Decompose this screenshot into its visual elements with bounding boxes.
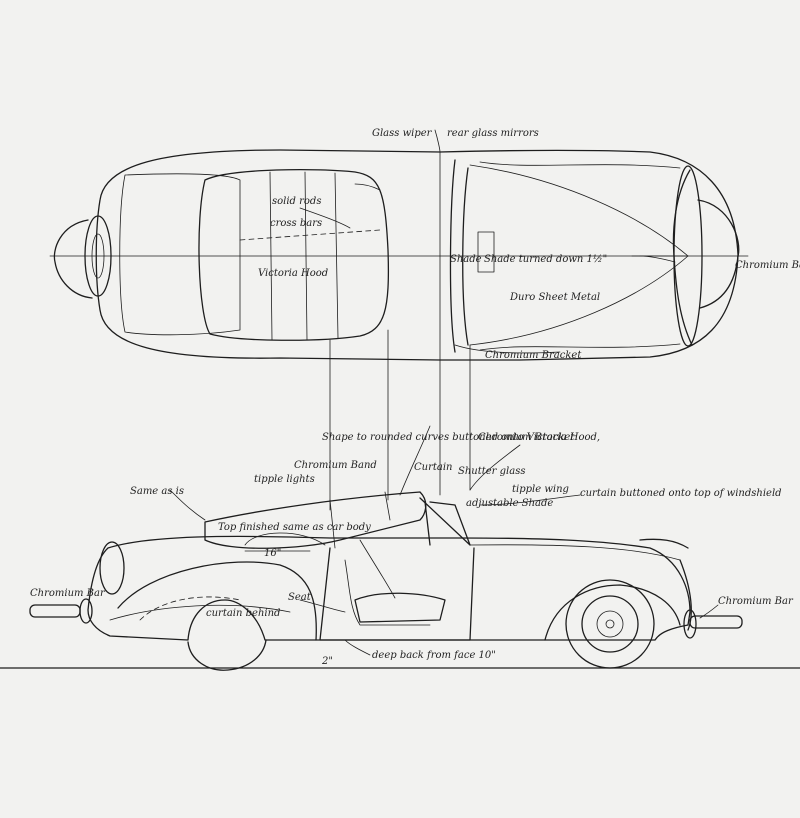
- note-chromium-bar-left: Chromium Bar: [30, 588, 106, 599]
- note-chromium-ball-top: Chromium Ball: [735, 260, 800, 271]
- projection-lines: [329, 329, 471, 511]
- note-duro-sheet-metal: Duro Sheet Metal: [509, 292, 600, 303]
- note-tipple-lights: tipple lights: [254, 474, 315, 485]
- note-chromium-bar-right: Chromium Bar: [718, 596, 794, 607]
- note-solid-rods: solid rods: [272, 196, 321, 207]
- front-grille-side: [679, 559, 692, 631]
- note-shade: Shade: [450, 254, 482, 265]
- victoria-hood-side: [204, 491, 427, 549]
- rear-spare-wheel-top: [53, 219, 93, 299]
- side-view: [0, 491, 800, 671]
- note-seat: Seat: [288, 592, 312, 603]
- note-chromium-band: Chromium Band: [294, 460, 377, 471]
- note-curtain: Curtain: [414, 462, 453, 473]
- note-curtain-buttoned: curtain buttoned onto top of windshield: [580, 488, 782, 499]
- note-tipple-wing: tipple wing: [512, 484, 569, 495]
- note-adjustable-shade: adjustable Shade: [466, 498, 553, 509]
- victoria-hood-top: [198, 168, 390, 341]
- note-same-as-is: Same as is: [130, 486, 184, 497]
- note-top-finished: Top finished same as car body: [218, 522, 371, 533]
- side-body-outline: [87, 535, 691, 641]
- leader-lines: [169, 129, 719, 656]
- annotations: Glass wiper rear glass mirrors solid rod…: [30, 128, 800, 667]
- windshield-top: [449, 159, 456, 353]
- note-cross-bars: cross bars: [270, 218, 322, 229]
- note-victoria-hood: Victoria Hood: [258, 268, 328, 279]
- note-deep-back: deep back from face 10": [372, 650, 496, 661]
- note-curtain-behind: curtain behind: [206, 608, 280, 619]
- door-opening: [319, 547, 475, 641]
- note-shutter-glass: Shutter glass: [458, 466, 525, 477]
- note-chromium-bracket-top: Chromium Bracket: [485, 350, 582, 361]
- note-rear-window-mirrors: rear glass mirrors: [447, 128, 539, 139]
- top-view: [49, 149, 749, 361]
- front-fender: [544, 584, 681, 641]
- rear-wheel: [187, 639, 267, 671]
- note-glass-wiper: Glass wiper: [372, 128, 433, 139]
- note-dim-16: 16": [264, 548, 281, 559]
- note-buttoned-hood: Shape to rounded curves buttoned onto Vi…: [322, 432, 600, 443]
- note-dim-2: 2": [321, 656, 333, 667]
- seat: [354, 592, 446, 623]
- front-bumper: [689, 615, 743, 629]
- rear-fender: [117, 561, 317, 641]
- front-wheel: [565, 579, 655, 669]
- rear-spare-side: [99, 541, 125, 595]
- note-chromium-bracket-side: Chromium Bracket: [478, 432, 575, 443]
- note-shade-dimension: Shade turned down 1½": [484, 254, 607, 265]
